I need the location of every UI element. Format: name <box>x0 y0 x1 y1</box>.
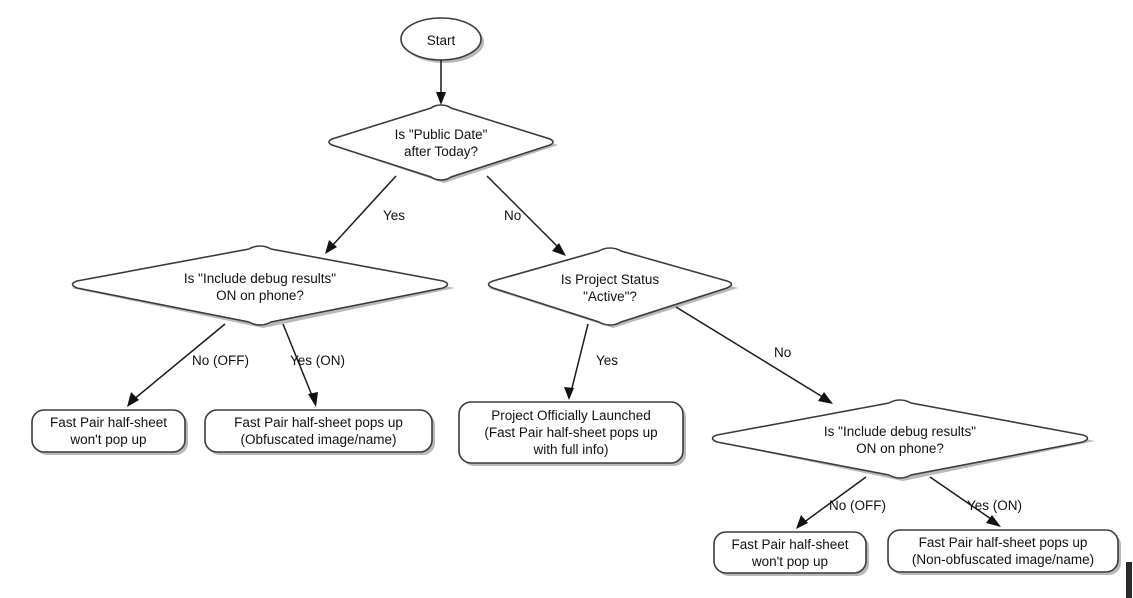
node-debug-right-shape[interactable] <box>711 399 1089 479</box>
edge-label-debug-right-yes: Yes (ON) <box>967 498 1023 513</box>
arrowhead-public-date-no <box>552 243 566 256</box>
edge-label-project-status-no: No <box>774 345 792 360</box>
node-no-popup-left-shape[interactable] <box>31 409 186 453</box>
arrowhead-debug-right-no <box>796 515 808 529</box>
arrowhead-public-date-yes <box>325 240 337 254</box>
edge-debug-left-no <box>132 323 226 401</box>
node-obfuscated-shape[interactable] <box>204 409 433 453</box>
edge-label-debug-left-yes: Yes (ON) <box>290 353 346 368</box>
node-start-shape[interactable] <box>400 17 482 61</box>
node-project-status-shape[interactable] <box>487 247 733 326</box>
edge-label-project-status-yes: Yes <box>596 353 619 368</box>
edge-label-public-date-yes: Yes <box>383 208 406 223</box>
arrowhead-debug-left-yes <box>308 392 318 407</box>
node-launched-shape[interactable] <box>458 401 684 464</box>
node-non-obfuscated-shape[interactable] <box>887 529 1119 573</box>
node-public-date-shape[interactable] <box>328 104 554 181</box>
node-no-popup-right-shape[interactable] <box>713 531 867 574</box>
edge-project-status-yes <box>570 323 589 393</box>
edge-debug-right-no <box>802 476 867 524</box>
shape-outlines <box>31 17 1119 574</box>
arrowhead-project-status-yes <box>564 387 574 400</box>
edge-public-date-no <box>486 175 561 250</box>
arrowhead-start-to-public-date <box>436 92 446 105</box>
edge-public-date-yes <box>330 175 397 248</box>
arrowhead-debug-right-yes <box>986 515 1001 527</box>
edge-label-debug-left-no: No (OFF) <box>192 353 249 368</box>
edge-debug-left-yes <box>282 323 314 399</box>
edge-project-status-no <box>675 306 827 400</box>
arrowhead-project-status-no <box>818 392 833 404</box>
edge-debug-right-yes <box>929 476 995 522</box>
node-debug-left-shape[interactable] <box>71 245 449 326</box>
right-edge-marker <box>1126 562 1132 598</box>
connectors <box>127 60 1001 529</box>
edge-label-debug-right-no: No (OFF) <box>829 498 886 513</box>
arrowhead-debug-left-no <box>127 392 139 407</box>
edge-label-public-date-no: No <box>504 208 522 223</box>
